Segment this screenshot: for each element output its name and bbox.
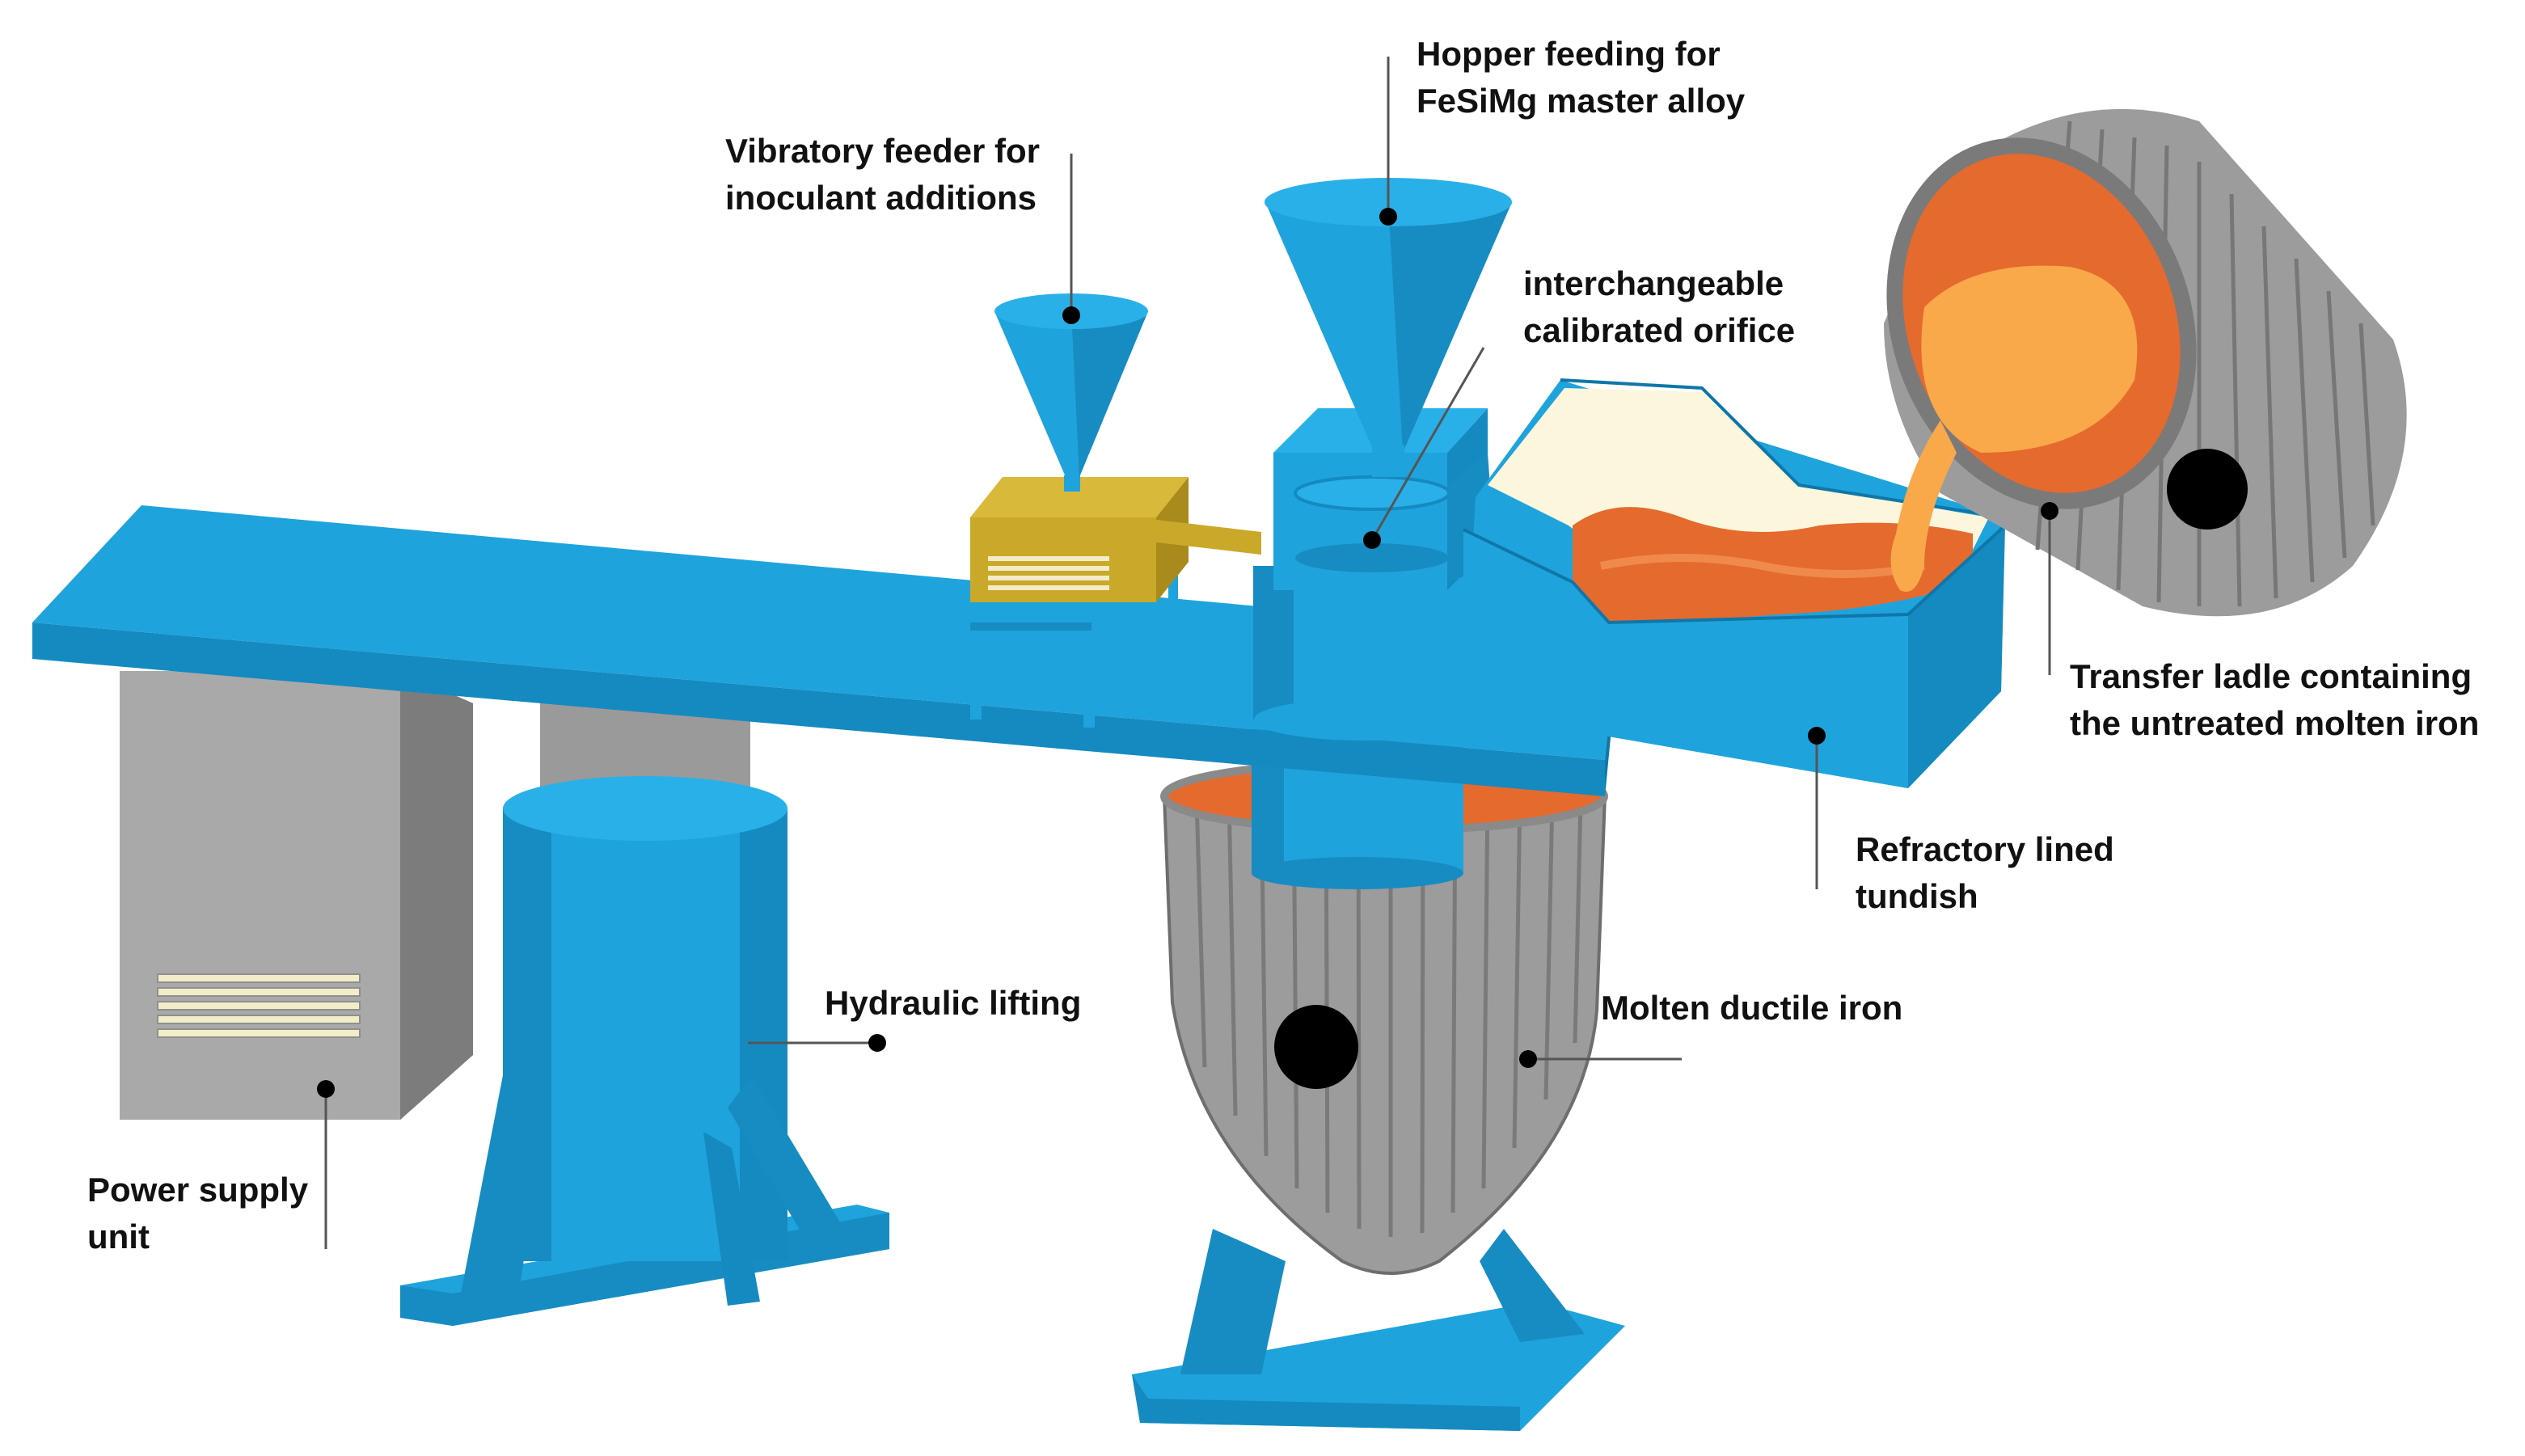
- dot-molten-ductile: [1519, 1050, 1537, 1068]
- power-supply-unit: [120, 671, 473, 1120]
- dot-tundish: [1808, 727, 1826, 745]
- label-vibratory-line2: inoculant additions: [725, 179, 1037, 217]
- feeder-vent: [988, 556, 1109, 590]
- label-orifice: interchangeable calibrated orifice: [1523, 260, 1795, 354]
- label-vibratory-line1: Vibratory feeder for: [725, 132, 1041, 170]
- leader-lines: [324, 57, 2051, 1249]
- label-vibratory: Vibratory feeder for inoculant additions: [725, 128, 1040, 222]
- power-supply-vent: [157, 973, 361, 1038]
- leader-orifice: [1370, 347, 1485, 541]
- label-orifice-line2: calibrated orifice: [1523, 311, 1796, 349]
- label-transfer-ladle: Transfer ladle containing the untreated …: [2070, 653, 2479, 747]
- label-tundish-line1: Refractory lined: [1856, 830, 2114, 868]
- dot-orifice: [1363, 531, 1381, 549]
- label-hopper-line1: Hopper feeding for: [1417, 35, 1721, 73]
- dot-hydraulic: [868, 1034, 886, 1052]
- label-hopper: Hopper feeding for FeSiMg master alloy: [1417, 31, 1745, 124]
- transfer-ladle: [1884, 108, 2407, 617]
- label-orifice-line1: interchangeable: [1523, 264, 1784, 302]
- label-molten-ductile: Molten ductile iron: [1601, 985, 1902, 1032]
- tundish: [1463, 378, 2007, 788]
- hydraulic-lifting-column: [400, 699, 889, 1326]
- label-molten-ductile-line1: Molten ductile iron: [1601, 989, 1903, 1027]
- label-transfer-ladle-line1: Transfer ladle containing: [2070, 657, 2472, 695]
- label-tundish-line2: tundish: [1856, 877, 1978, 915]
- label-power-supply-line2: unit: [87, 1218, 150, 1256]
- label-power-supply-line1: Power supply: [87, 1171, 309, 1209]
- label-hydraulic: Hydraulic lifting: [825, 980, 1081, 1027]
- dot-power-supply: [317, 1080, 335, 1098]
- label-power-supply: Power supply unit: [87, 1167, 308, 1260]
- dot-transfer-ladle: [2041, 502, 2058, 520]
- label-transfer-ladle-line2: the untreated molten iron: [2070, 704, 2480, 742]
- dot-hopper: [1379, 208, 1397, 226]
- vibratory-feeder: [970, 293, 1261, 728]
- label-tundish: Refractory lined tundish: [1856, 826, 2114, 920]
- pointer-dots: [317, 208, 2058, 1098]
- label-hydraulic-line1: Hydraulic lifting: [825, 984, 1082, 1022]
- dot-vibratory: [1062, 306, 1080, 324]
- label-hopper-line2: FeSiMg master alloy: [1417, 82, 1746, 120]
- orifice-tower: [1253, 178, 1512, 741]
